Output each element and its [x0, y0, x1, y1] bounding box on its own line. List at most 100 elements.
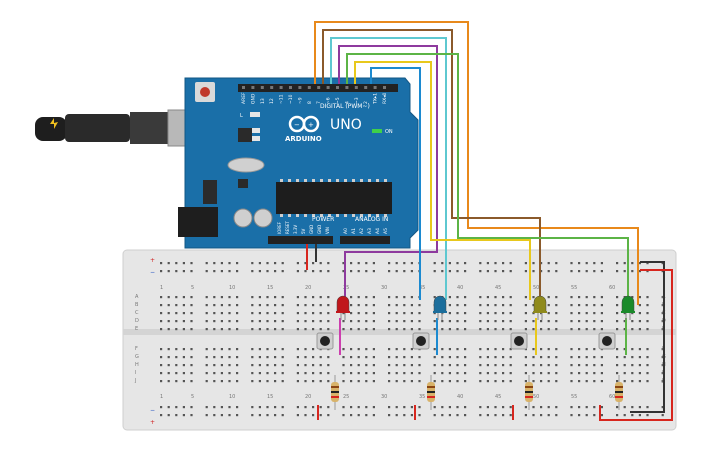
- breadboard-hole[interactable]: [327, 270, 330, 273]
- breadboard-hole[interactable]: [494, 414, 497, 417]
- breadboard-hole[interactable]: [266, 414, 269, 417]
- breadboard-hole[interactable]: [251, 364, 254, 367]
- breadboard-hole[interactable]: [403, 380, 406, 383]
- breadboard-hole[interactable]: [540, 262, 543, 265]
- breadboard-hole[interactable]: [372, 364, 375, 367]
- breadboard-hole[interactable]: [464, 270, 467, 273]
- breadboard-hole[interactable]: [410, 262, 413, 265]
- breadboard-hole[interactable]: [304, 356, 307, 359]
- breadboard-hole[interactable]: [410, 414, 413, 417]
- breadboard-hole[interactable]: [448, 296, 451, 299]
- breadboard-hole[interactable]: [205, 414, 208, 417]
- breadboard-hole[interactable]: [167, 312, 170, 315]
- breadboard-hole[interactable]: [540, 328, 543, 331]
- breadboard-hole[interactable]: [456, 380, 459, 383]
- breadboard-hole[interactable]: [350, 320, 353, 323]
- breadboard-hole[interactable]: [403, 328, 406, 331]
- breadboard-hole[interactable]: [547, 372, 550, 375]
- breadboard-hole[interactable]: [441, 364, 444, 367]
- breadboard-hole[interactable]: [570, 380, 573, 383]
- breadboard-hole[interactable]: [433, 312, 436, 315]
- breadboard-hole[interactable]: [365, 414, 368, 417]
- breadboard-hole[interactable]: [258, 270, 261, 273]
- breadboard-hole[interactable]: [175, 270, 178, 273]
- breadboard-hole[interactable]: [502, 270, 505, 273]
- breadboard-hole[interactable]: [319, 320, 322, 323]
- breadboard-hole[interactable]: [585, 364, 588, 367]
- breadboard-hole[interactable]: [236, 406, 239, 409]
- breadboard-hole[interactable]: [486, 380, 489, 383]
- breadboard-hole[interactable]: [623, 348, 626, 351]
- breadboard-hole[interactable]: [258, 406, 261, 409]
- breadboard-hole[interactable]: [319, 296, 322, 299]
- breadboard-hole[interactable]: [540, 372, 543, 375]
- breadboard-hole[interactable]: [464, 312, 467, 315]
- breadboard-hole[interactable]: [327, 320, 330, 323]
- breadboard-hole[interactable]: [395, 312, 398, 315]
- breadboard-hole[interactable]: [304, 270, 307, 273]
- breadboard-hole[interactable]: [547, 304, 550, 307]
- breadboard-hole[interactable]: [205, 262, 208, 265]
- breadboard-hole[interactable]: [182, 296, 185, 299]
- breadboard-hole[interactable]: [578, 348, 581, 351]
- breadboard-hole[interactable]: [190, 296, 193, 299]
- breadboard-hole[interactable]: [228, 380, 231, 383]
- breadboard-hole[interactable]: [410, 270, 413, 273]
- breadboard-hole[interactable]: [600, 414, 603, 417]
- breadboard-hole[interactable]: [479, 372, 482, 375]
- breadboard-hole[interactable]: [593, 406, 596, 409]
- breadboard-hole[interactable]: [395, 356, 398, 359]
- breadboard-hole[interactable]: [296, 406, 299, 409]
- breadboard-hole[interactable]: [456, 356, 459, 359]
- breadboard-hole[interactable]: [524, 262, 527, 265]
- breadboard-hole[interactable]: [578, 406, 581, 409]
- breadboard-hole[interactable]: [342, 320, 345, 323]
- breadboard-hole[interactable]: [251, 328, 254, 331]
- breadboard-hole[interactable]: [570, 364, 573, 367]
- breadboard-hole[interactable]: [190, 312, 193, 315]
- breadboard-hole[interactable]: [623, 406, 626, 409]
- breadboard-hole[interactable]: [205, 312, 208, 315]
- breadboard-hole[interactable]: [372, 414, 375, 417]
- breadboard-hole[interactable]: [357, 414, 360, 417]
- breadboard-hole[interactable]: [448, 262, 451, 265]
- breadboard-hole[interactable]: [357, 312, 360, 315]
- pushbutton[interactable]: [316, 332, 334, 350]
- breadboard-hole[interactable]: [372, 356, 375, 359]
- breadboard-hole[interactable]: [296, 262, 299, 265]
- breadboard-hole[interactable]: [160, 304, 163, 307]
- breadboard-hole[interactable]: [372, 296, 375, 299]
- breadboard-hole[interactable]: [160, 414, 163, 417]
- breadboard-hole[interactable]: [524, 372, 527, 375]
- breadboard-hole[interactable]: [448, 270, 451, 273]
- breadboard-hole[interactable]: [228, 270, 231, 273]
- digital-pin[interactable]: [364, 86, 368, 89]
- breadboard-hole[interactable]: [456, 414, 459, 417]
- breadboard-hole[interactable]: [616, 304, 619, 307]
- breadboard-hole[interactable]: [509, 356, 512, 359]
- breadboard-hole[interactable]: [190, 356, 193, 359]
- breadboard-hole[interactable]: [365, 262, 368, 265]
- breadboard-hole[interactable]: [410, 304, 413, 307]
- breadboard-hole[interactable]: [494, 356, 497, 359]
- blue-led[interactable]: [433, 295, 447, 320]
- breadboard-hole[interactable]: [509, 296, 512, 299]
- breadboard-hole[interactable]: [388, 406, 391, 409]
- breadboard-hole[interactable]: [570, 348, 573, 351]
- breadboard-hole[interactable]: [410, 356, 413, 359]
- breadboard-hole[interactable]: [357, 270, 360, 273]
- breadboard-hole[interactable]: [486, 328, 489, 331]
- breadboard-hole[interactable]: [646, 296, 649, 299]
- breadboard-hole[interactable]: [623, 380, 626, 383]
- breadboard-hole[interactable]: [327, 414, 330, 417]
- breadboard-hole[interactable]: [532, 348, 535, 351]
- breadboard-hole[interactable]: [372, 406, 375, 409]
- breadboard-hole[interactable]: [532, 372, 535, 375]
- breadboard-hole[interactable]: [266, 406, 269, 409]
- breadboard-hole[interactable]: [509, 372, 512, 375]
- breadboard-hole[interactable]: [350, 364, 353, 367]
- breadboard-hole[interactable]: [296, 356, 299, 359]
- breadboard-hole[interactable]: [403, 406, 406, 409]
- breadboard-hole[interactable]: [304, 262, 307, 265]
- breadboard-hole[interactable]: [570, 296, 573, 299]
